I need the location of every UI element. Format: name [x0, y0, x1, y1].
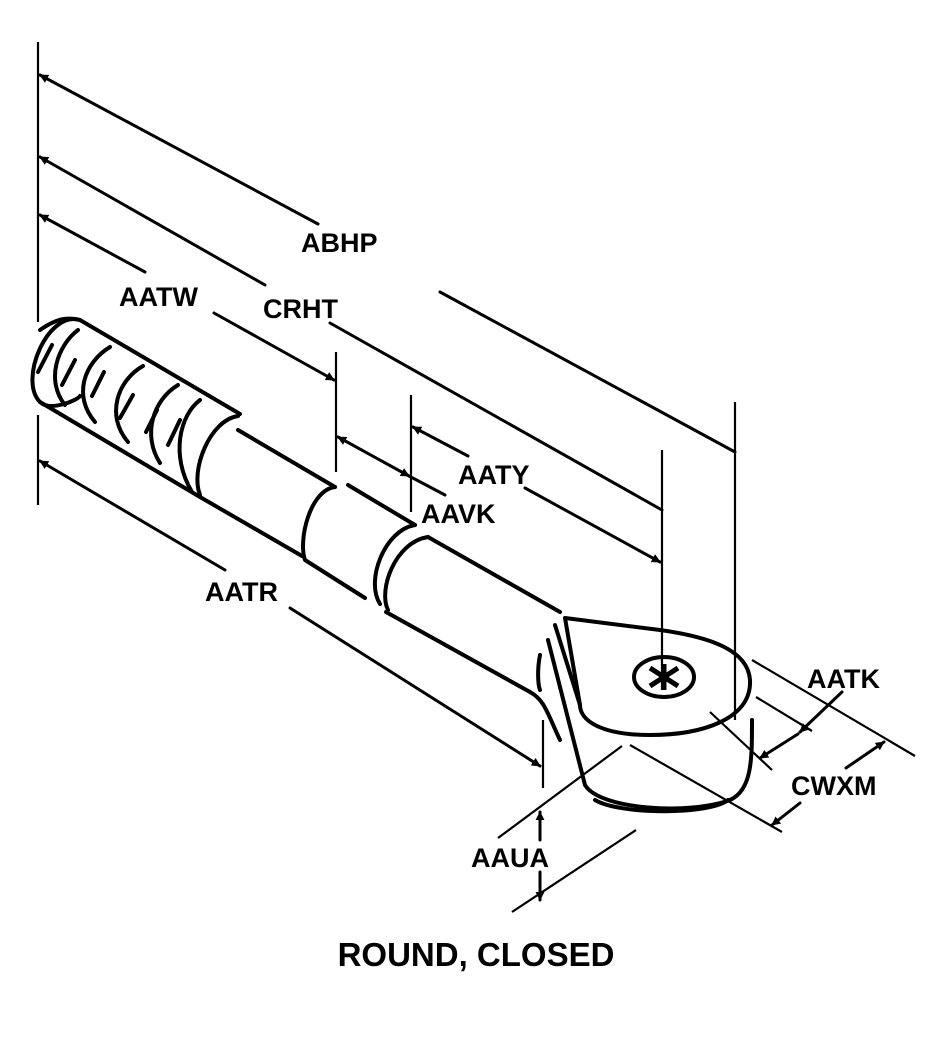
dim-line-aatw-left — [38, 213, 147, 274]
thread-ring-1 — [53, 328, 80, 407]
label-aaua: AAUA — [471, 843, 549, 873]
dim-arrow-aatk-upper — [798, 690, 844, 734]
sleeve-right-ring-inner — [383, 535, 430, 612]
thread-ring-5 — [177, 398, 202, 494]
sleeve-top-edge — [346, 483, 417, 527]
dim-arrow-cwxm-upper — [844, 740, 886, 770]
dim-line-abhp-left — [38, 73, 320, 226]
thread-ring-2 — [81, 345, 112, 424]
label-aavk: AAVK — [421, 499, 496, 529]
shank-top-edge — [236, 428, 337, 489]
terminal-lug-body — [30, 316, 754, 814]
label-cwxm: CWXM — [791, 771, 876, 801]
sleeve-right-ring — [373, 523, 417, 606]
tongue-inner-edge — [553, 623, 582, 707]
tongue-underside — [593, 798, 730, 814]
barrel-bottom-edge — [384, 610, 532, 694]
dimension-lines — [38, 73, 916, 913]
tongue-top-face — [563, 616, 753, 737]
dim-line-aavk — [336, 435, 411, 478]
label-aatw: AATW — [119, 282, 198, 312]
extension-line-aaua-bottom — [511, 829, 637, 913]
dim-line-crht-right — [328, 321, 664, 512]
dim-arrow-cwxm-lower — [770, 801, 802, 827]
label-crht: CRHT — [263, 294, 338, 324]
sleeve-left-end — [301, 485, 367, 600]
tongue-outer-edge — [546, 638, 754, 811]
dim-line-crht-left — [38, 155, 267, 287]
dim-line-abhp-right — [438, 290, 737, 454]
shoulder-ring — [195, 414, 240, 497]
dim-line-aaty-left — [411, 425, 470, 458]
caption: ROUND, CLOSED — [338, 936, 615, 973]
thread-ring-3 — [114, 364, 145, 444]
dim-line-aatw-right — [212, 311, 336, 382]
stud-hole-center-mark-icon — [648, 664, 680, 690]
extension-line-cwxm-bottom — [629, 744, 783, 833]
threaded-top-edge — [38, 316, 242, 416]
dim-line-aavk-tail — [407, 474, 447, 497]
dim-arrow-aatk-lower — [758, 732, 800, 760]
thread-ring-4 — [149, 383, 180, 465]
dim-line-aaty-right — [523, 486, 662, 564]
dim-line-aatr-right — [288, 606, 542, 768]
extension-lines — [36, 42, 737, 788]
extension-line-aatk-top — [751, 659, 916, 757]
stud-hole — [632, 655, 696, 699]
extension-line-aaua-top — [497, 745, 623, 839]
barrel-top-edge — [426, 535, 562, 614]
label-aaty: AATY — [458, 460, 530, 490]
dimension-labels: ABHP CRHT AATW AATY AAVK AATR AATK CWXM … — [119, 228, 880, 873]
barrel-curve-mark — [536, 653, 542, 692]
label-aatr: AATR — [205, 577, 278, 607]
barrel-bend — [528, 690, 562, 742]
threaded-bottom-edge — [38, 400, 202, 499]
shank-bottom-edge — [198, 495, 304, 558]
label-abhp: ABHP — [301, 228, 378, 258]
dim-line-aatr-left — [38, 459, 227, 572]
threaded-end-face — [30, 317, 82, 408]
label-aatk: AATK — [807, 664, 880, 694]
extension-line-aatk-mid — [755, 696, 813, 732]
thread-marks — [36, 343, 182, 447]
